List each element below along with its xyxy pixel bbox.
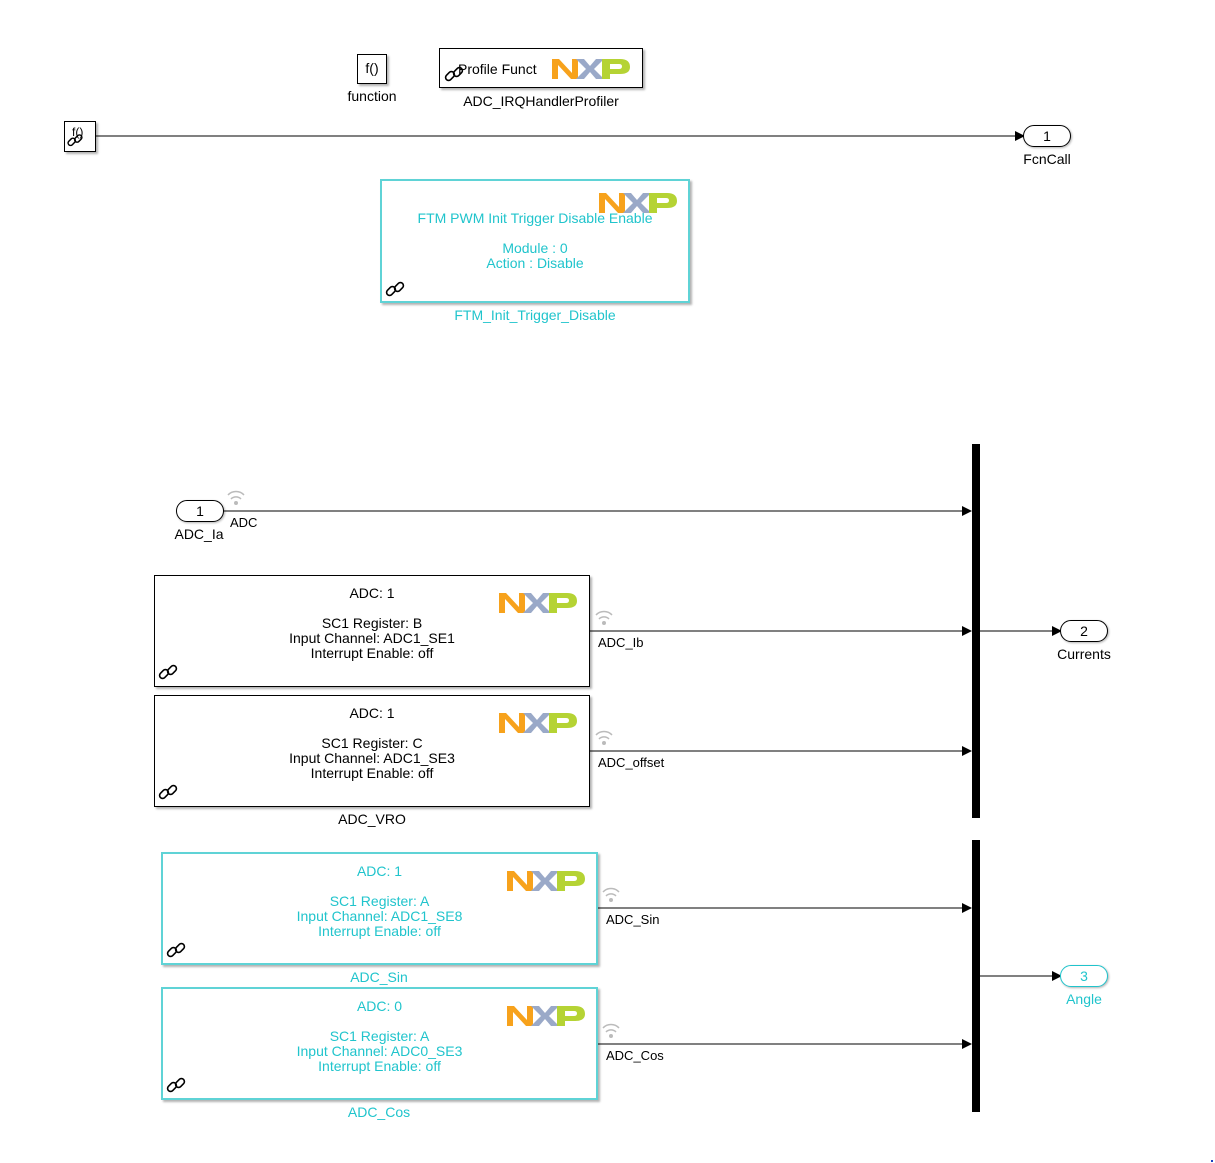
- adc-channel: Input Channel: ADC1_SE8: [296, 908, 463, 924]
- adc-sin-label: ADC_Sin: [350, 969, 408, 985]
- inport-adc-ia[interactable]: 1: [176, 500, 224, 522]
- adc-vro-label: ADC_VRO: [338, 811, 406, 827]
- adc-interrupt: Interrupt Enable: off: [318, 923, 441, 939]
- canvas-marker: [1211, 1160, 1213, 1162]
- function-symbol: f(): [365, 60, 379, 76]
- adc-channel: Input Channel: ADC1_SE1: [289, 630, 455, 646]
- link-icon: [67, 134, 83, 147]
- link-icon: [444, 66, 464, 82]
- link-icon: [158, 664, 178, 680]
- adc-interrupt: Interrupt Enable: off: [310, 645, 434, 661]
- outport-angle[interactable]: 3: [1060, 965, 1108, 987]
- adc-block-ib[interactable]: ADC: 1 SC1 Register: B Input Channel: AD…: [154, 575, 590, 687]
- profiler-block[interactable]: Profile Funct: [439, 48, 643, 88]
- nxp-logo-icon: [507, 871, 585, 891]
- adc-title: ADC: 0: [356, 998, 403, 1014]
- function-block-label: function: [347, 88, 397, 104]
- signal-label-adc-cos: ADC_Cos: [606, 1048, 664, 1063]
- signal-label-adc: ADC: [230, 515, 258, 530]
- profiler-block-label: ADC_IRQHandlerProfiler: [463, 93, 619, 109]
- nxp-logo-icon: [552, 59, 630, 79]
- ftm-block-label: FTM_Init_Trigger_Disable: [454, 307, 616, 323]
- outport-angle-label: Angle: [1066, 991, 1102, 1007]
- adc-block-vro[interactable]: ADC: 1 SC1 Register: C Input Channel: AD…: [154, 695, 590, 807]
- ftm-action: Action : Disable: [486, 255, 584, 271]
- adc-block-cos[interactable]: ADC: 0 SC1 Register: A Input Channel: AD…: [161, 987, 598, 1100]
- adc-sc1: SC1 Register: A: [329, 1028, 430, 1044]
- adc-sc1: SC1 Register: A: [329, 893, 430, 909]
- outport-currents-label: Currents: [1057, 646, 1111, 662]
- ftm-module: Module : 0: [502, 240, 568, 256]
- trigger-symbol: f(): [72, 125, 84, 139]
- signal-label-adc-offset: ADC_offset: [598, 755, 665, 770]
- profiler-text: Profile Funct: [458, 61, 537, 77]
- nxp-logo-icon: [499, 593, 577, 613]
- signal-label-adc-sin: ADC_Sin: [606, 912, 660, 927]
- nxp-logo-icon: [499, 713, 577, 733]
- adc-cos-label: ADC_Cos: [347, 1104, 411, 1120]
- outport-fcncall-label: FcnCall: [1023, 151, 1071, 167]
- outport-fcncall[interactable]: 1: [1023, 125, 1071, 147]
- signal-label-adc-ib: ADC_Ib: [598, 635, 644, 650]
- function-block[interactable]: f(): [357, 54, 387, 84]
- adc-title: ADC: 1: [349, 585, 395, 601]
- link-icon: [158, 784, 178, 800]
- adc-interrupt: Interrupt Enable: off: [310, 765, 434, 781]
- trigger-block[interactable]: f(): [64, 121, 96, 152]
- nxp-logo-icon: [507, 1006, 585, 1026]
- adc-block-sin[interactable]: ADC: 1 SC1 Register: A Input Channel: AD…: [161, 852, 598, 965]
- nxp-logo-icon: [599, 193, 677, 213]
- adc-channel: Input Channel: ADC0_SE3: [296, 1043, 463, 1059]
- signal-log-icon: [227, 490, 620, 1038]
- ftm-title: FTM PWM Init Trigger Disable Enable: [417, 210, 653, 226]
- adc-channel: Input Channel: ADC1_SE3: [289, 750, 455, 766]
- inport-adc-ia-label: ADC_Ia: [174, 526, 224, 542]
- adc-sc1: SC1 Register: C: [321, 735, 423, 751]
- link-icon: [166, 1077, 186, 1093]
- outport-currents[interactable]: 2: [1060, 620, 1108, 642]
- adc-sc1: SC1 Register: B: [321, 615, 423, 631]
- adc-title: ADC: 1: [349, 705, 395, 721]
- ftm-trigger-block[interactable]: FTM PWM Init Trigger Disable Enable Modu…: [380, 179, 690, 303]
- link-icon: [385, 281, 405, 297]
- mux-bar-currents: [972, 444, 980, 818]
- adc-interrupt: Interrupt Enable: off: [318, 1058, 441, 1074]
- link-icon: [166, 942, 186, 958]
- mux-bar-angle: [972, 840, 980, 1112]
- adc-title: ADC: 1: [356, 863, 403, 879]
